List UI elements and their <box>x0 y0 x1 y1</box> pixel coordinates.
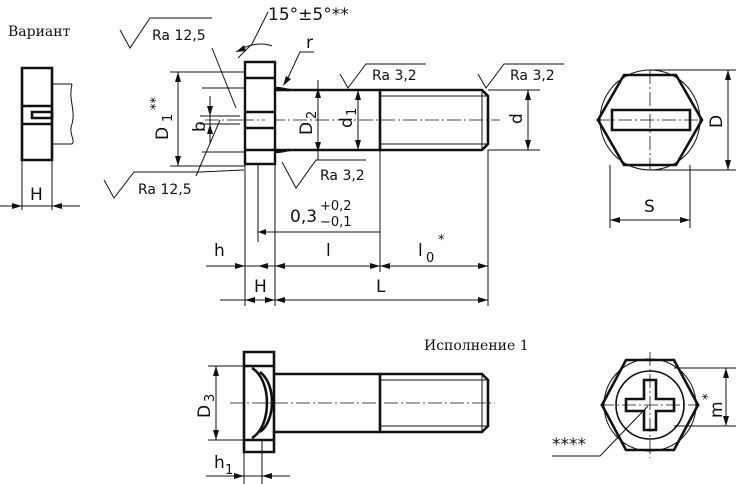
roughness-shank: Ra 3,2 <box>372 68 417 84</box>
dim-H: H <box>254 277 267 297</box>
execution-1-head-view: m * **** <box>552 352 736 458</box>
dim-L: L <box>376 277 386 297</box>
hex-head-view: D S <box>596 69 736 228</box>
dim-m: m <box>707 401 727 418</box>
dim-b: b <box>190 121 210 132</box>
dim-D1-sub: 1 <box>161 114 176 122</box>
dim-h1: h <box>214 453 225 473</box>
dim-D1-sup: ** <box>149 97 164 111</box>
dim-d1-sub: 1 <box>345 108 360 116</box>
tolerance-minus: −0,1 <box>320 215 352 230</box>
dim-D: D <box>707 115 727 128</box>
tolerance-base: 0,3 <box>290 207 317 227</box>
variant-head-view: Вариант H <box>0 24 80 210</box>
dim-l0: l <box>418 241 423 261</box>
dim-d1: d <box>337 117 357 128</box>
dim-l0-sub: 0 <box>426 251 434 266</box>
four-stars-label: **** <box>552 435 586 455</box>
radius-label: r <box>306 33 313 53</box>
dim-S: S <box>644 197 655 217</box>
tolerance-plus: +0,2 <box>320 199 352 214</box>
dim-h1-sub: 1 <box>225 463 233 478</box>
dim-l: l <box>326 241 331 261</box>
dim-l0-sup: * <box>438 233 445 248</box>
roughness-head-top: Ra 12,5 <box>152 28 206 44</box>
variant-dim-H: H <box>30 185 43 205</box>
dim-h: h <box>214 241 225 261</box>
dim-D1: D <box>153 127 173 140</box>
variant-label: Вариант <box>8 24 71 40</box>
dim-m-sup: * <box>701 393 716 400</box>
roughness-head-bottom: Ra 12,5 <box>138 182 192 198</box>
dim-D3: D <box>195 405 215 418</box>
main-bolt-view: D 1 ** b D 2 d 1 d 15°±5°** r <box>103 5 564 306</box>
execution-label: Исполнение 1 <box>424 338 529 354</box>
dim-D2-sub: 2 <box>305 111 320 119</box>
execution-1-bolt-view: Исполнение 1 D 3 h 1 <box>195 338 529 484</box>
roughness-fillet: Ra 3,2 <box>320 168 365 184</box>
angle-label: 15°±5°** <box>268 5 349 25</box>
dim-D3-sub: 3 <box>203 394 218 402</box>
dim-d: d <box>507 113 527 124</box>
roughness-thread: Ra 3,2 <box>510 68 555 84</box>
dim-D2: D <box>297 122 317 135</box>
